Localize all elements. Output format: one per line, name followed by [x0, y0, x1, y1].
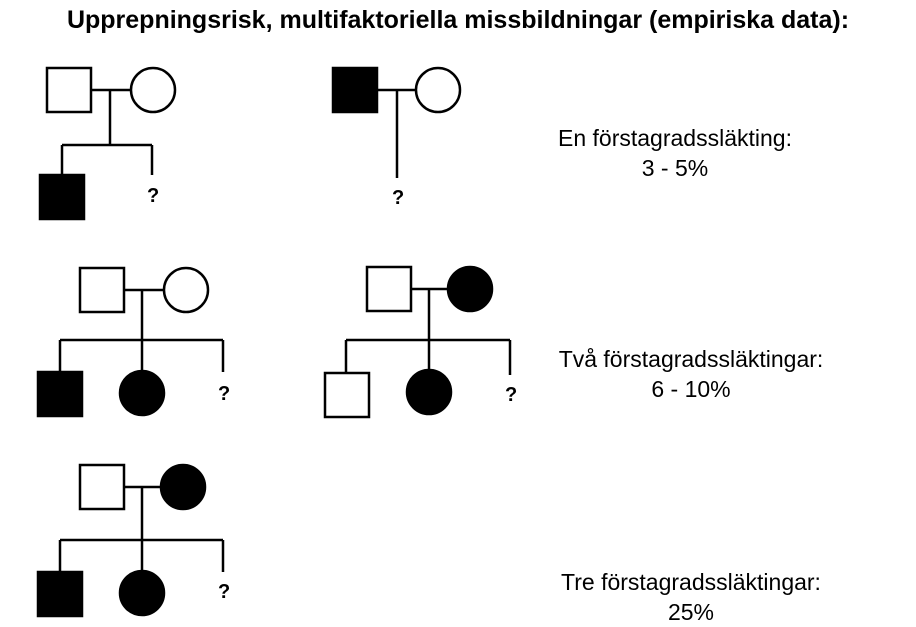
- mother-affected-symbol: [159, 463, 207, 511]
- risk-value: 6 - 10%: [651, 376, 731, 402]
- pedigree-5: [36, 463, 225, 618]
- risk-value: 3 - 5%: [641, 155, 709, 181]
- son-unaffected-symbol: [323, 371, 371, 419]
- pedigree-1: [38, 66, 177, 221]
- father-unaffected-symbol: [45, 66, 93, 114]
- unknown-child-marker: ?: [147, 185, 159, 207]
- unknown-child-marker: ?: [505, 384, 517, 406]
- daughter-affected-symbol: [118, 569, 166, 617]
- risk-block-one-relative: En förstagradssläkting: 3 - 5%: [515, 123, 835, 183]
- pedigree-2: [331, 66, 462, 178]
- risk-block-three-relatives: Tre förstagradssläktingar: 25%: [531, 567, 851, 627]
- risk-label: En förstagradssläkting:: [558, 125, 792, 151]
- father-affected-symbol: [331, 66, 379, 114]
- unknown-child-marker: ?: [218, 581, 230, 603]
- pedigree-3: [36, 266, 225, 418]
- page-title: Upprepningsrisk, multifaktoriella missbi…: [66, 6, 850, 34]
- father-unaffected-symbol: [78, 463, 126, 511]
- father-unaffected-symbol: [365, 265, 413, 313]
- unknown-child-marker: ?: [218, 383, 230, 405]
- risk-label: Två förstagradssläktingar:: [558, 346, 824, 372]
- risk-value: 25%: [667, 599, 715, 625]
- risk-label: Tre förstagradssläktingar:: [561, 569, 821, 595]
- risk-block-two-relatives: Två förstagradssläktingar: 6 - 10%: [531, 344, 851, 404]
- son-affected-symbol: [36, 370, 84, 418]
- son-affected-symbol: [36, 570, 84, 618]
- mother-unaffected-symbol: [414, 66, 462, 114]
- mother-unaffected-symbol: [162, 266, 210, 314]
- mother-affected-symbol: [446, 265, 494, 313]
- unknown-child-marker: ?: [392, 187, 404, 209]
- pedigree-4: [323, 265, 512, 419]
- mother-unaffected-symbol: [129, 66, 177, 114]
- daughter-affected-symbol: [405, 368, 453, 416]
- daughter-affected-symbol: [118, 369, 166, 417]
- father-unaffected-symbol: [78, 266, 126, 314]
- son-affected-symbol: [38, 173, 86, 221]
